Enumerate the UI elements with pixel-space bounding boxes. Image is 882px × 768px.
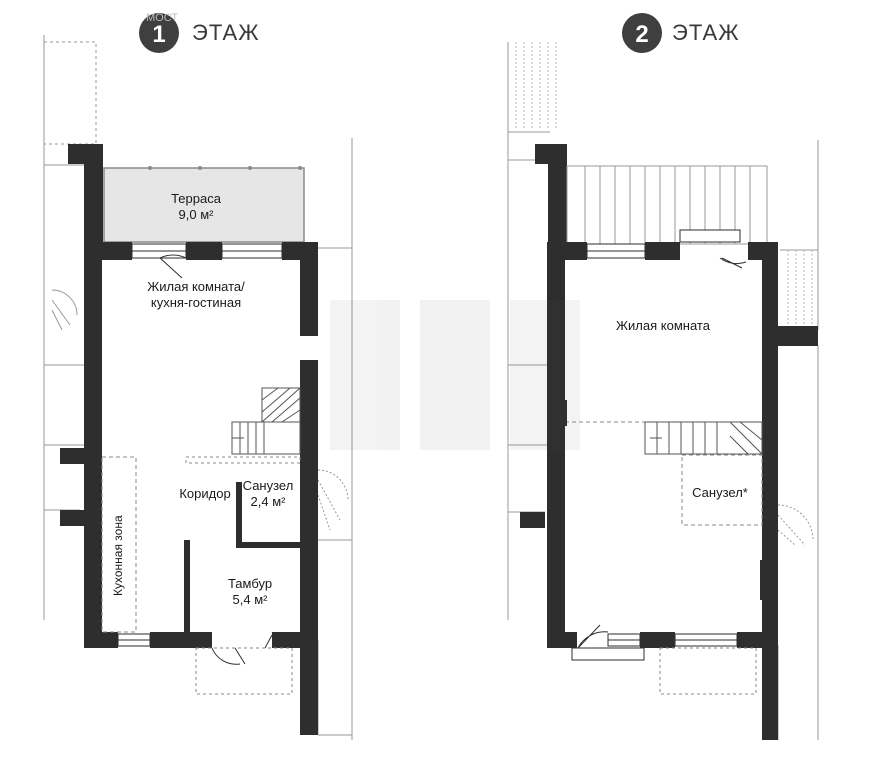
watermark-text: МОСТ <box>146 12 178 24</box>
kitchen-zone-outline <box>101 456 137 633</box>
watermark-logo <box>330 300 580 450</box>
floor2-neighbor-right <box>777 140 819 740</box>
floor1-outer-walls <box>84 242 318 648</box>
floor1-number: 1 <box>152 21 165 48</box>
floor2-neighbor-wall-low <box>520 512 545 528</box>
floor1-neighbor-wall-low <box>60 510 85 526</box>
floor2-bathroom-label: Санузел* <box>692 485 748 500</box>
entrance-porch <box>195 647 293 695</box>
terrace-area: 9,0 м² <box>179 207 215 222</box>
bathroom-label: Санузел <box>243 478 294 493</box>
corridor-outline <box>185 456 301 464</box>
floor1-doors <box>159 254 273 665</box>
vestibule-area: 5,4 м² <box>233 592 269 607</box>
floor2-neighbor-wall-left <box>548 144 567 244</box>
terrace-label: Терраса <box>171 191 222 206</box>
floor2-lower-outline <box>659 647 757 695</box>
floor2-badge <box>622 13 662 53</box>
floor2-bathroom-outline <box>681 454 763 526</box>
kitchen-zone-label: Кухонная зона <box>111 515 125 596</box>
floor2-title: ЭТАЖ <box>672 20 740 45</box>
floor2-doors <box>571 257 747 661</box>
floor2-bathroom-wall-accent <box>760 560 766 600</box>
floor2-living-room-label: Жилая комната <box>616 318 711 333</box>
living-room-label-line1: Жилая комната/ <box>147 279 245 294</box>
floor2-left-wall-accent <box>547 400 567 426</box>
floor2-header: 2 ЭТАЖ <box>622 13 740 53</box>
floor1-neighbor-wall-mid <box>60 448 90 464</box>
floor1-badge <box>139 13 179 53</box>
terrace-rail-posts <box>148 166 302 170</box>
floor2-windows <box>586 229 741 647</box>
floor2-right-wall-extension <box>762 645 778 740</box>
floor1-title: ЭТАЖ <box>192 20 260 45</box>
floor2-number: 2 <box>635 21 648 48</box>
floor2-stairs <box>644 421 763 455</box>
floor1-stairs <box>231 387 301 455</box>
floor1-plan: Терраса 9,0 м² <box>43 35 353 740</box>
floor2-outer-walls <box>547 242 778 648</box>
floor1-header: 1 ЭТАЖ МОСТ <box>139 12 260 53</box>
floor1-neighbor-wall-left <box>84 144 103 244</box>
bathroom-area: 2,4 м² <box>251 494 287 509</box>
living-room-label-line2: кухня-гостиная <box>151 295 241 310</box>
floor2-right-neighbor-wall <box>778 326 818 346</box>
corridor-label: Коридор <box>179 486 230 501</box>
floor1-right-wall-extension <box>300 640 318 735</box>
vestibule-label: Тамбур <box>228 576 272 591</box>
floor1-interior-walls <box>184 482 300 632</box>
floor2-plan: Жилая комната Санузел* <box>507 42 819 740</box>
